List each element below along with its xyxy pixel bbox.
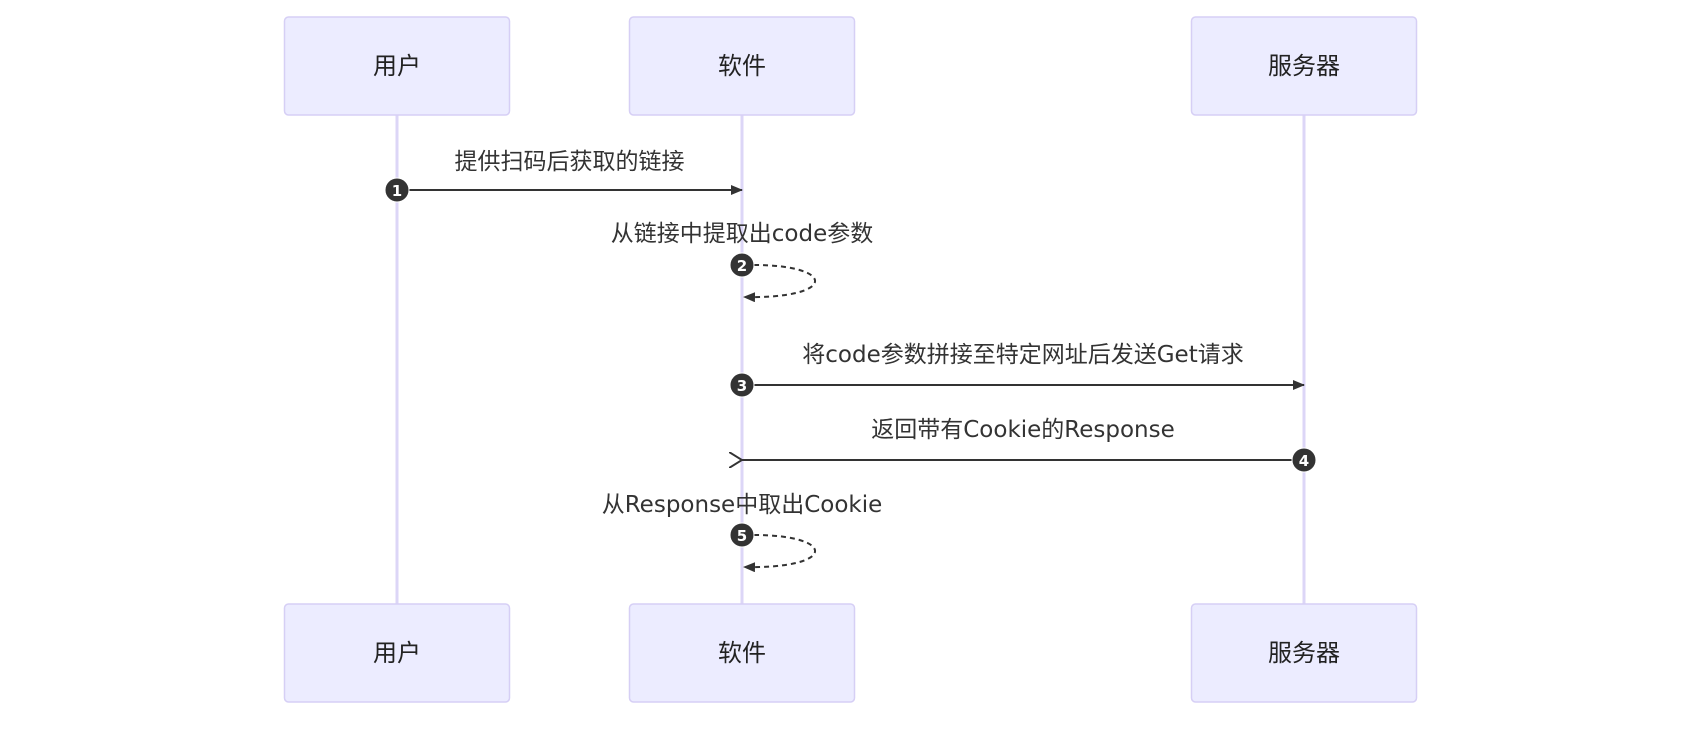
sequence-number-badge: 3 xyxy=(729,372,755,398)
message-1: 提供扫码后获取的链接 1 xyxy=(384,149,743,203)
sequence-number-badge: 5 xyxy=(729,522,755,548)
actor-box xyxy=(1190,603,1418,703)
message-2: 从链接中提取出code参数 2 xyxy=(611,221,873,303)
actor-software-bottom[interactable]: 软件 xyxy=(628,603,856,703)
actor-software-top[interactable]: 软件 xyxy=(628,16,856,116)
sequence-number: 1 xyxy=(392,182,402,200)
message-label: 从链接中提取出code参数 xyxy=(611,221,873,247)
sequence-circle xyxy=(729,522,755,548)
sequence-number-badge: 4 xyxy=(1291,447,1317,473)
actor-label: 用户 xyxy=(373,52,421,80)
actor-box xyxy=(628,603,856,703)
actor-label: 软件 xyxy=(718,639,766,667)
message-label: 返回带有Cookie的Response xyxy=(871,417,1175,443)
sequence-number: 2 xyxy=(737,257,747,275)
actor-box xyxy=(1190,16,1418,116)
sequence-number: 4 xyxy=(1299,452,1309,470)
sequence-number-badge: 1 xyxy=(384,177,410,203)
sequence-number: 3 xyxy=(737,377,747,395)
actor-box xyxy=(628,16,856,116)
actors-top: 用户 软件 服务器 xyxy=(283,16,1418,116)
actor-user-bottom[interactable]: 用户 xyxy=(283,603,511,703)
message-label: 提供扫码后获取的链接 xyxy=(455,149,685,175)
actor-box xyxy=(283,16,511,116)
actor-server-top[interactable]: 服务器 xyxy=(1190,16,1418,116)
actor-server-bottom[interactable]: 服务器 xyxy=(1190,603,1418,703)
actor-user-top[interactable]: 用户 xyxy=(283,16,511,116)
sequence-number: 5 xyxy=(737,527,747,545)
self-message-arrow xyxy=(743,534,816,573)
actors-bottom: 用户 软件 服务器 xyxy=(283,603,1418,703)
actor-box xyxy=(283,603,511,703)
actor-label: 用户 xyxy=(373,639,421,667)
sequence-circle xyxy=(729,252,755,278)
message-3: 将code参数拼接至特定网址后发送Get请求 3 xyxy=(729,342,1305,398)
sequence-circle xyxy=(1291,447,1317,473)
actor-label: 服务器 xyxy=(1268,639,1340,667)
message-label: 将code参数拼接至特定网址后发送Get请求 xyxy=(802,342,1243,368)
messages: 提供扫码后获取的链接 1 从链接中提取出code参数 2 将code参数拼接至特定网址后… xyxy=(384,149,1317,573)
self-message-arrow xyxy=(743,264,816,303)
sequence-circle xyxy=(729,372,755,398)
sequence-circle xyxy=(384,177,410,203)
message-4: 返回带有Cookie的Response 4 xyxy=(742,417,1317,473)
message-label: 从Response中取出Cookie xyxy=(602,492,883,518)
actor-label: 服务器 xyxy=(1268,52,1340,80)
sequence-number-badge: 2 xyxy=(729,252,755,278)
actor-label: 软件 xyxy=(718,52,766,80)
message-5: 从Response中取出Cookie 5 xyxy=(602,492,883,573)
